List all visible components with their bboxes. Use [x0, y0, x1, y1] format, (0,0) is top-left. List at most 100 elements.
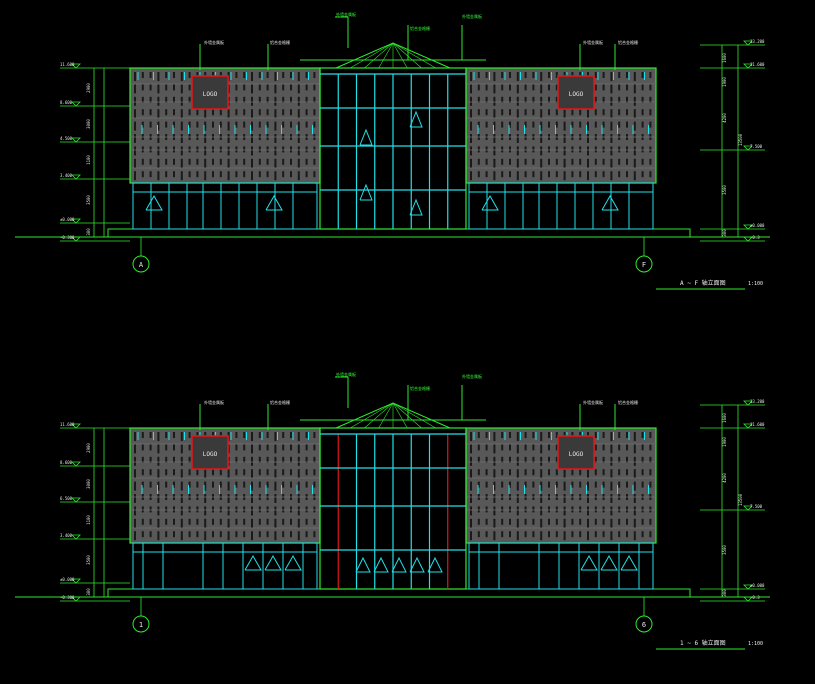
panel-perforation — [470, 481, 472, 491]
panel-perforation — [594, 469, 597, 476]
panel-perforation — [251, 96, 253, 106]
panel-perforation — [548, 444, 550, 451]
panel-perforation — [266, 171, 269, 178]
panel-perforation — [243, 531, 246, 538]
atrium-door-swing — [359, 128, 373, 146]
panel-perforation — [227, 506, 230, 516]
level-marker — [743, 505, 753, 511]
central-atrium — [300, 402, 486, 590]
panel-perforation — [571, 121, 574, 128]
panel-perforation — [165, 158, 168, 165]
panel-perforation — [633, 96, 636, 106]
axis-label: F — [642, 261, 646, 269]
panel-perforation — [509, 171, 511, 178]
panel-perforation — [571, 506, 574, 513]
panel-perforation — [204, 134, 207, 143]
panel-perforation — [305, 531, 308, 538]
logo-text: LOGO — [203, 91, 218, 98]
panel-perforation — [477, 432, 480, 438]
panel-perforation — [149, 481, 152, 488]
panel-perforation — [235, 146, 238, 153]
panel-perforation — [290, 96, 292, 103]
panel-perforation — [618, 109, 621, 116]
panel-perforation — [532, 456, 535, 463]
panel-perforation — [165, 518, 168, 525]
panel-perforation — [290, 444, 292, 451]
ground-floor-glazing — [132, 542, 318, 590]
panel-perforation — [313, 96, 316, 103]
axis-bubble — [635, 615, 653, 633]
panel-perforation — [258, 456, 261, 463]
panel-perforation — [555, 171, 558, 178]
panel-perforation — [509, 72, 511, 78]
panel-perforation — [243, 146, 246, 153]
panel-perforation — [173, 72, 175, 78]
panel-perforation — [297, 481, 300, 491]
callout-text: 外墙金属板 — [583, 39, 603, 45]
panel-perforation — [618, 469, 621, 476]
panel-perforation — [188, 158, 191, 165]
panel-perforation — [633, 84, 636, 94]
panel-perforation — [297, 494, 300, 503]
axis-label: 1 — [139, 621, 143, 629]
panel-perforation — [579, 109, 582, 116]
panel-perforation — [633, 494, 636, 503]
panel-perforation — [290, 158, 292, 165]
panel-perforation — [258, 432, 261, 438]
panel-perforation — [618, 84, 621, 91]
panel-perforation — [297, 72, 300, 81]
panel-perforation — [540, 481, 543, 491]
panel-perforation — [305, 121, 308, 128]
panel-perforation — [134, 494, 136, 503]
panel-perforation — [149, 469, 152, 476]
panel-perforation — [274, 146, 277, 156]
panel-perforation — [470, 96, 472, 106]
panel-perforation — [587, 146, 589, 156]
panel-perforation — [548, 469, 550, 476]
panel-perforation — [555, 444, 558, 451]
panel-perforation — [165, 146, 168, 153]
panel-perforation — [188, 444, 191, 451]
ground-floor-glazing — [468, 542, 654, 590]
panel-perforation — [149, 109, 152, 116]
panel-perforation — [516, 456, 519, 466]
panel-perforation — [477, 506, 480, 513]
panel-perforation — [477, 171, 480, 178]
panel-perforation — [587, 109, 589, 119]
panel-perforation — [258, 469, 261, 476]
panel-perforation — [602, 146, 605, 153]
panel-perforation — [610, 171, 613, 181]
panel-perforation — [594, 109, 597, 116]
panel-perforation — [633, 134, 636, 143]
panel-perforation — [282, 171, 285, 178]
panel-perforation — [485, 469, 488, 476]
panel-perforation — [141, 531, 144, 538]
panel-perforation — [204, 146, 207, 156]
panel-perforation — [219, 158, 222, 165]
panel-perforation — [227, 121, 230, 131]
panel-perforation — [305, 96, 308, 103]
panel-perforation — [501, 456, 504, 463]
panel-perforation — [493, 96, 496, 106]
panel-perforation — [618, 456, 621, 463]
panel-perforation — [501, 531, 504, 538]
panel-perforation — [477, 456, 480, 463]
axis-bubble — [132, 255, 150, 273]
level-text: 11.600 — [60, 62, 75, 67]
panel-perforation — [212, 171, 214, 178]
panel-perforation — [633, 158, 636, 168]
panel-perforation — [610, 134, 613, 143]
panel-perforation — [274, 531, 277, 541]
panel-perforation — [297, 456, 300, 466]
panel-perforation — [134, 171, 136, 181]
callout-text: 外墙金属板 — [462, 13, 482, 19]
panel-perforation — [305, 171, 308, 178]
level-text: 8.600 — [60, 460, 73, 465]
panel-perforation — [470, 134, 472, 143]
panel-perforation — [509, 531, 511, 538]
panel-perforation — [149, 531, 152, 538]
panel-perforation — [266, 531, 269, 538]
panel-perforation — [594, 146, 597, 153]
panel-perforation — [477, 72, 480, 78]
panel-perforation — [274, 121, 277, 131]
